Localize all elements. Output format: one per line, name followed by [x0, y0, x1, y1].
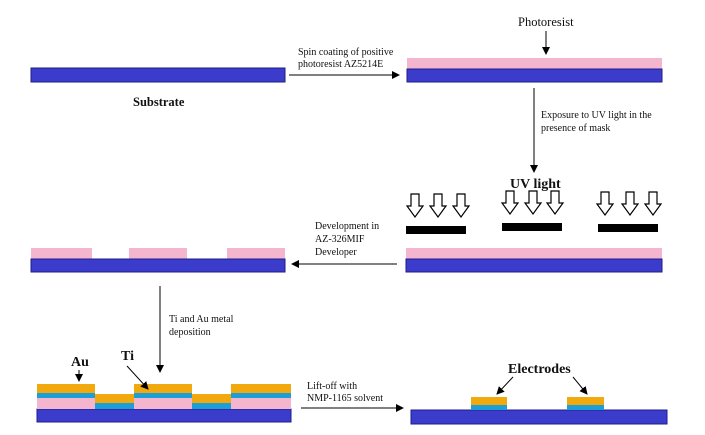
substrate-layer [30, 258, 286, 273]
substrate-layer [406, 68, 663, 83]
ti-layer [95, 403, 134, 409]
lift-off-label-line2: NMP-1165 solvent [307, 393, 383, 404]
substrate-layer [36, 408, 292, 423]
step-2-coated-substrate: Photoresist [406, 15, 663, 83]
deposition-label-line1: Ti and Au metal [169, 314, 234, 325]
au-layer [95, 394, 134, 403]
ti-label: Ti [121, 349, 134, 364]
photoresist-label: Photoresist [518, 15, 574, 29]
ti-layer [231, 393, 291, 398]
development-arrow: Development in AZ-326MIF Developer [291, 221, 397, 268]
ti-layer [471, 405, 507, 410]
electrode-pointer-arrow [572, 376, 588, 395]
step-4-developed-pattern [30, 248, 286, 273]
lift-off-arrow: Lift-off with NMP-1165 solvent [301, 381, 404, 412]
uv-arrow-icon [595, 191, 615, 217]
development-label-line2: AZ-326MIF [315, 234, 365, 245]
electrode-pointer-arrow [496, 376, 514, 395]
uv-arrow-icon [405, 193, 425, 219]
ti-layer [192, 403, 231, 409]
photoresist-segment [227, 248, 285, 259]
au-layer [471, 397, 507, 405]
mask-bar [406, 226, 466, 234]
mask-bar [598, 224, 658, 232]
photoresist-layer [406, 248, 662, 259]
substrate-label: Substrate [133, 95, 185, 109]
photoresist-segment [231, 398, 291, 409]
development-label-line1: Development in [315, 221, 379, 232]
exposure-label-line2: presence of mask [541, 123, 610, 134]
uv-arrow-icon [545, 190, 565, 216]
au-layer [134, 384, 192, 393]
au-label: Au [71, 355, 89, 370]
uv-arrow-icon [523, 190, 543, 216]
step-6-electrodes: Electrodes [410, 362, 668, 425]
photoresist-layer [407, 58, 662, 69]
au-layer [192, 394, 231, 403]
ti-layer [37, 393, 95, 398]
uv-arrow-icon [451, 193, 471, 219]
deposition-arrow: Ti and Au metal deposition [156, 286, 234, 373]
uv-arrow-icon [500, 190, 520, 216]
photoresist-segment [134, 398, 192, 409]
substrate-layer [405, 258, 663, 273]
development-label-line3: Developer [315, 247, 357, 258]
ti-pointer-arrow [126, 365, 149, 390]
uv-light-label: UV light [510, 177, 561, 192]
photoresist-segment [129, 248, 187, 259]
mask-bar [502, 223, 562, 231]
spin-coating-label-line1: Spin coating of positive [298, 47, 394, 58]
electrodes-label: Electrodes [508, 362, 571, 377]
substrate-layer [30, 67, 286, 83]
uv-arrow-icon [643, 191, 663, 217]
ti-layer [134, 393, 192, 398]
uv-arrow-icon [620, 191, 640, 217]
uv-arrow-group [405, 190, 663, 219]
ti-layer [567, 405, 604, 410]
au-layer [567, 397, 604, 405]
spin-coating-label-line2: photoresist AZ5214E [298, 59, 383, 70]
spin-coating-arrow: Spin coating of positive photoresist AZ5… [289, 47, 400, 79]
photoresist-segment [31, 248, 92, 259]
step-1-bare-substrate: Substrate [30, 67, 286, 109]
deposition-label-line2: deposition [169, 327, 211, 338]
exposure-arrow: Exposure to UV light in the presence of … [530, 88, 652, 173]
au-layer [231, 384, 291, 393]
step-3-uv-exposure: UV light [405, 177, 663, 273]
lift-off-label-line1: Lift-off with [307, 381, 357, 392]
uv-arrow-icon [428, 193, 448, 219]
exposure-label-line1: Exposure to UV light in the [541, 110, 652, 121]
substrate-layer [410, 409, 668, 425]
photoresist-segment [37, 398, 95, 409]
step-5-metal-deposition: Au Ti [36, 349, 292, 423]
au-layer [37, 384, 95, 393]
